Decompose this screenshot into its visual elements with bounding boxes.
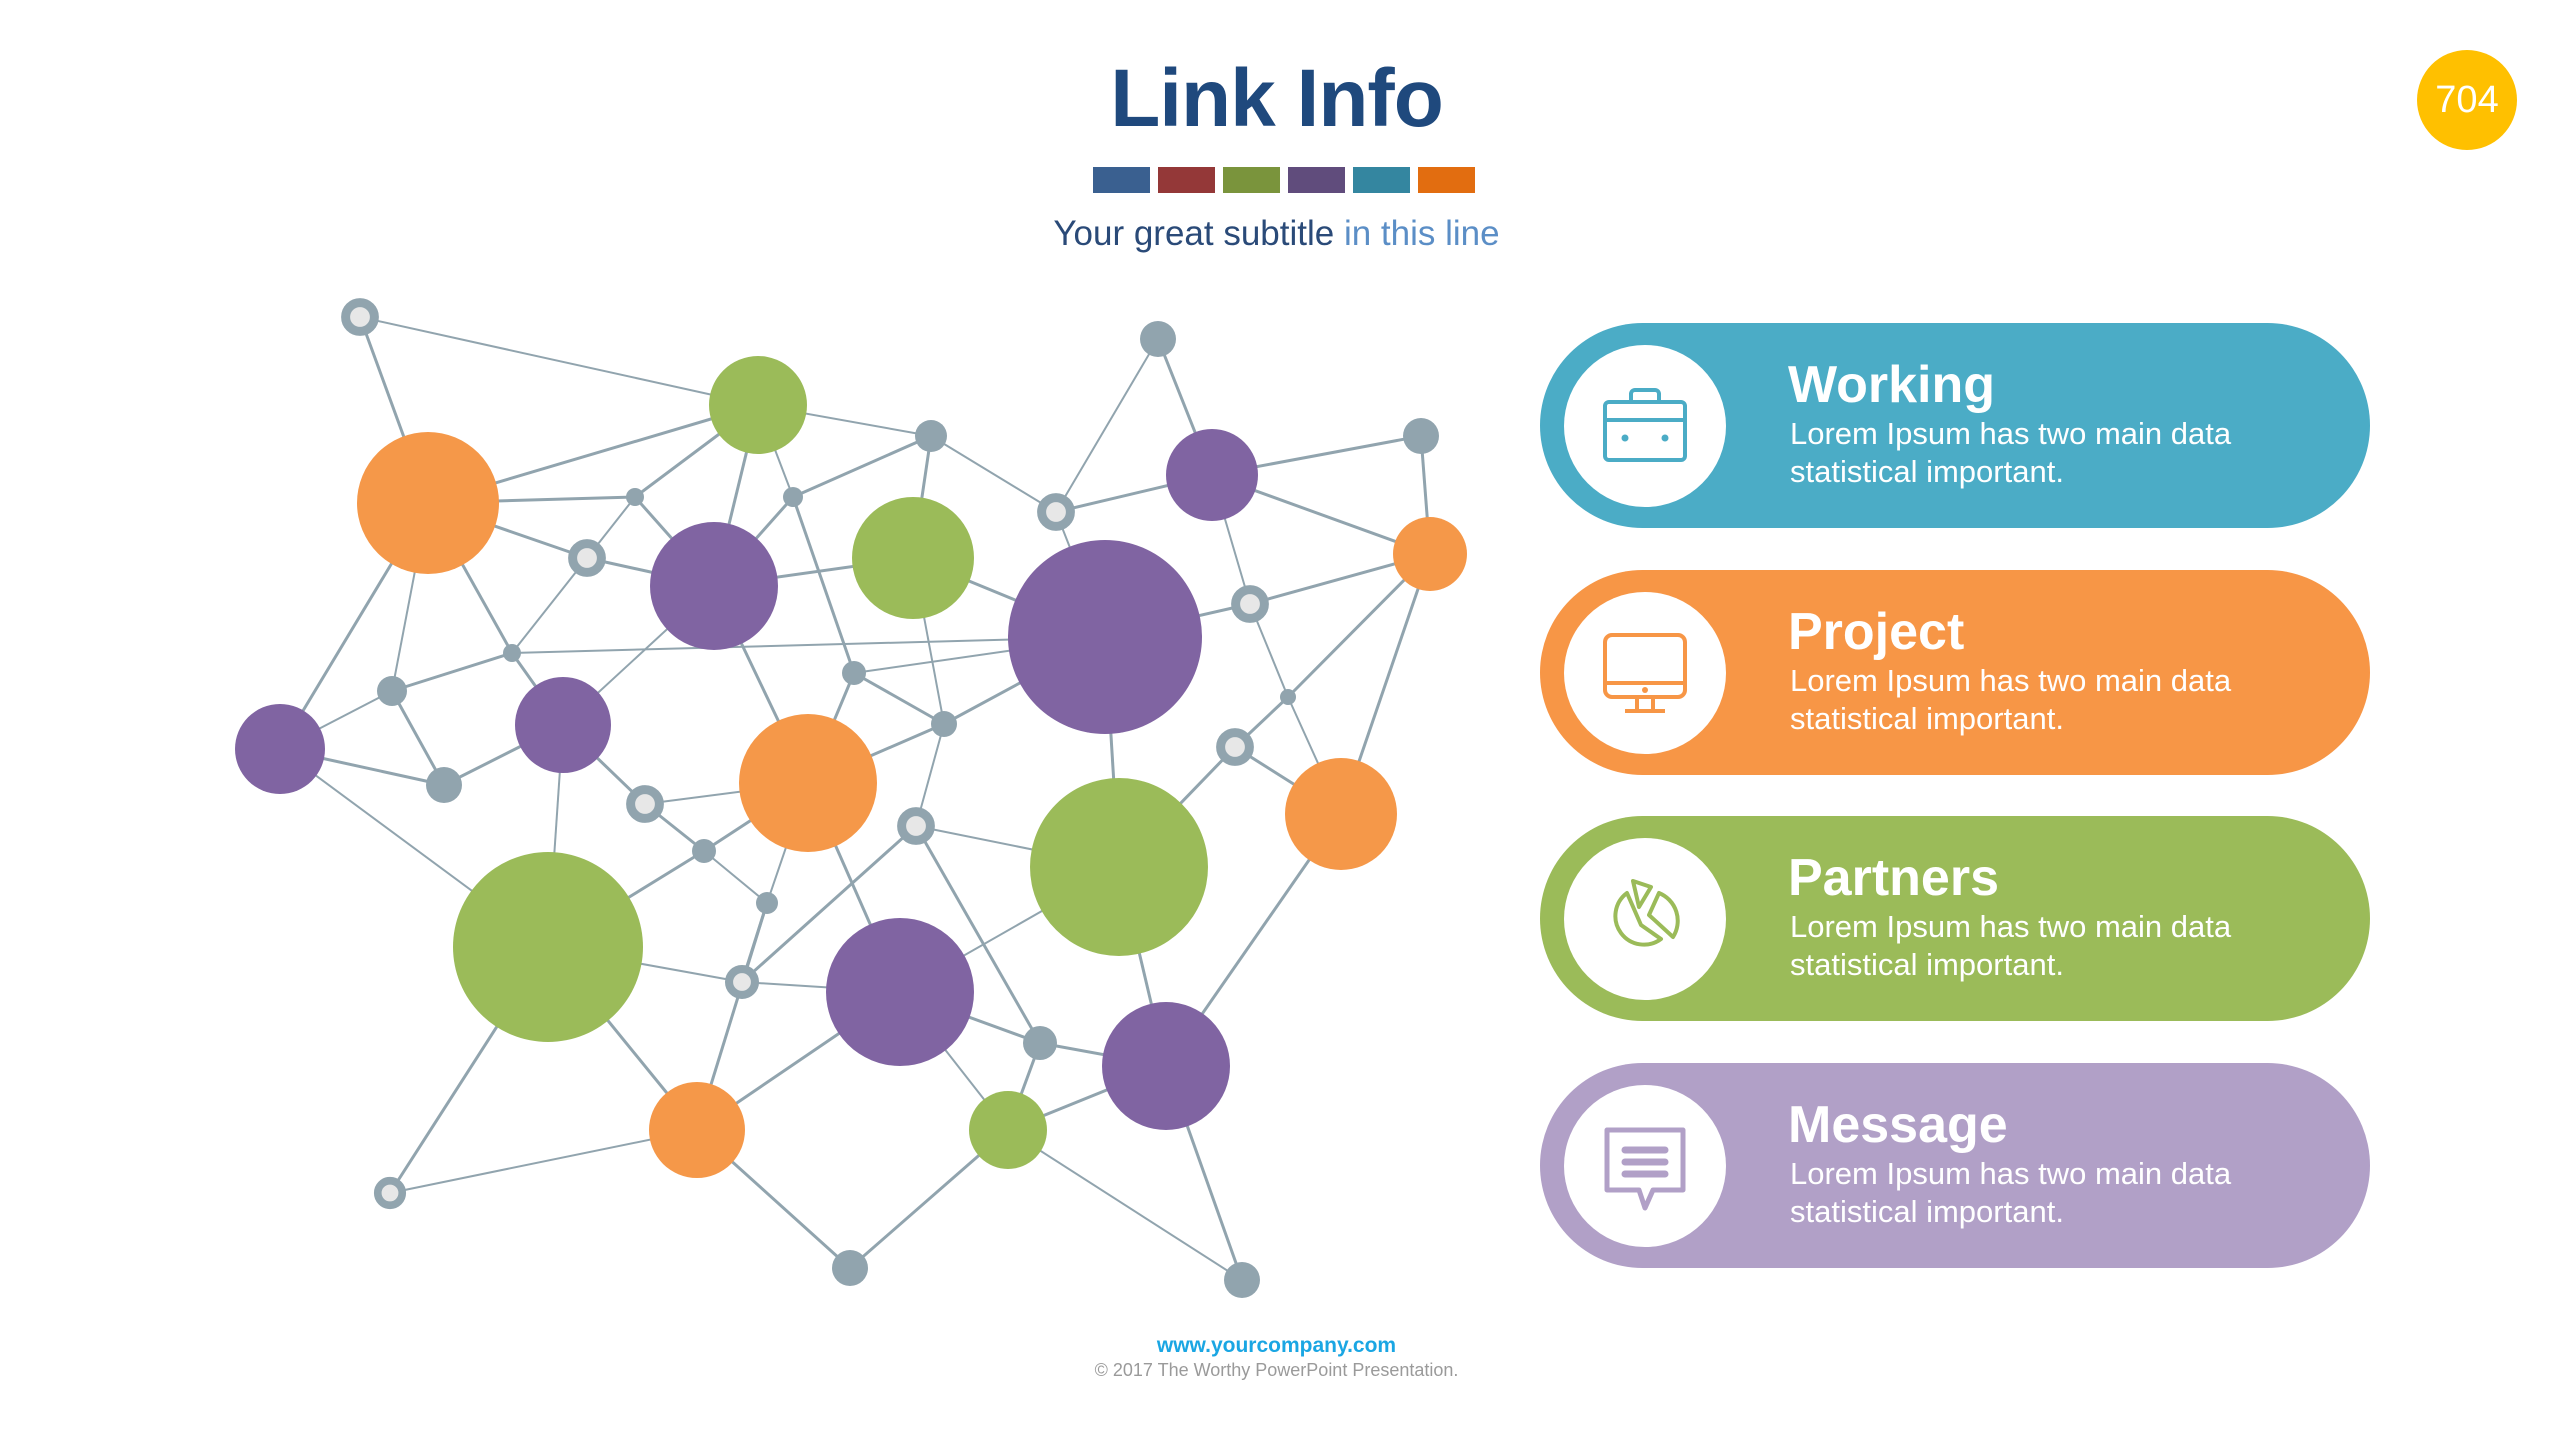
card-project[interactable]: Project Lorem Ipsum has two main data st… xyxy=(1540,570,2370,775)
pie-chart-icon xyxy=(1613,879,1680,947)
page-number-badge: 704 xyxy=(2417,50,2517,150)
network-edge xyxy=(391,651,513,693)
network-node-gray xyxy=(1023,1026,1057,1060)
network-node-gray xyxy=(832,1250,868,1286)
network-edge xyxy=(740,824,918,984)
network-node-purple xyxy=(1102,1002,1230,1130)
network-node-gray xyxy=(626,488,644,506)
network-node-gray xyxy=(1140,321,1176,357)
card-title: Working xyxy=(1788,356,1996,414)
card-description: Lorem Ipsum has two main data statistica… xyxy=(1790,909,2232,982)
card-description: Lorem Ipsum has two main data statistica… xyxy=(1790,1156,2232,1229)
message-icon xyxy=(1604,1127,1686,1211)
network-node-purple xyxy=(826,918,974,1066)
network-node-gray xyxy=(426,767,462,803)
icon-circle xyxy=(1564,1085,1726,1247)
card-description: Lorem Ipsum has two main data statistica… xyxy=(1790,416,2232,489)
network-nodes xyxy=(235,298,1467,1298)
network-edge xyxy=(930,435,1057,513)
color-swatch xyxy=(1223,167,1280,193)
network-node-orange xyxy=(649,1082,745,1178)
card-message[interactable]: Message Lorem Ipsum has two main data st… xyxy=(1540,1063,2370,1268)
network-edge xyxy=(853,671,945,726)
card-working[interactable]: Working Lorem Ipsum has two main data st… xyxy=(1540,323,2370,528)
network-node-purple xyxy=(235,704,325,794)
network-node-ring xyxy=(1037,493,1075,531)
network-node-gray xyxy=(1280,689,1296,705)
network-node-orange xyxy=(1393,517,1467,591)
card-partners[interactable]: Partners Lorem Ipsum has two main data s… xyxy=(1540,816,2370,1021)
network-diagram xyxy=(235,298,1467,1298)
network-node-gray xyxy=(503,644,521,662)
network-node-green xyxy=(709,356,807,454)
card-description: Lorem Ipsum has two main data statistica… xyxy=(1790,663,2232,736)
card-title: Partners xyxy=(1788,849,1999,907)
color-swatch xyxy=(1418,167,1475,193)
network-node-purple xyxy=(515,677,611,773)
icon-circle xyxy=(1564,592,1726,754)
network-node-ring xyxy=(1231,585,1269,623)
briefcase-icon xyxy=(1603,388,1687,462)
network-edge xyxy=(511,557,588,654)
card-title: Project xyxy=(1788,603,1965,661)
company-url-link[interactable]: www.yourcompany.com xyxy=(1156,1334,1397,1357)
network-node-gray xyxy=(377,676,407,706)
network-edge xyxy=(1055,338,1159,513)
network-node-ring xyxy=(626,785,664,823)
network-node-gray xyxy=(783,487,803,507)
network-node-ring xyxy=(568,539,606,577)
copyright-text: © 2017 The Worthy PowerPoint Presentatio… xyxy=(1094,1360,1459,1380)
color-swatch xyxy=(1353,167,1410,193)
network-edge xyxy=(1007,1129,1243,1281)
subtitle-main: Your great subtitle xyxy=(1053,214,1344,253)
card-title: Message xyxy=(1788,1096,2008,1154)
network-node-ring xyxy=(373,1176,407,1210)
color-swatch xyxy=(1158,167,1215,193)
network-node-gray xyxy=(756,892,778,914)
slide-subtitle: Your great subtitle in this line xyxy=(0,212,2553,256)
network-node-gray xyxy=(842,661,866,685)
network-edge xyxy=(791,496,856,674)
network-node-green xyxy=(453,852,643,1042)
slide-title: Link Info xyxy=(1110,53,1444,144)
icon-circle xyxy=(1564,838,1726,1000)
network-node-gray xyxy=(1403,418,1439,454)
network-node-ring xyxy=(1216,728,1254,766)
network-node-gray xyxy=(915,420,947,452)
network-node-purple xyxy=(650,522,778,650)
network-edge xyxy=(703,850,768,904)
network-node-green xyxy=(969,1091,1047,1169)
network-node-gray xyxy=(692,839,716,863)
network-node-ring xyxy=(341,298,379,336)
network-edge xyxy=(389,1129,698,1194)
network-node-ring xyxy=(724,964,760,1000)
network-node-orange xyxy=(739,714,877,852)
network-node-green xyxy=(1030,778,1208,956)
color-swatch xyxy=(1288,167,1345,193)
network-edge xyxy=(511,636,1106,654)
network-node-green xyxy=(852,497,974,619)
color-swatch-bar xyxy=(1093,167,1475,193)
network-node-gray xyxy=(931,711,957,737)
network-node-purple xyxy=(1008,540,1202,734)
network-node-orange xyxy=(1285,758,1397,870)
network-edge xyxy=(914,825,1042,1044)
network-edge xyxy=(792,434,932,499)
color-swatch xyxy=(1093,167,1150,193)
network-edge xyxy=(359,316,759,406)
network-node-gray xyxy=(1224,1262,1260,1298)
network-node-purple xyxy=(1166,429,1258,521)
network-node-orange xyxy=(357,432,499,574)
monitor-icon xyxy=(1603,633,1687,713)
icon-circle xyxy=(1564,345,1726,507)
subtitle-highlight: in this line xyxy=(1343,214,1500,253)
network-node-ring xyxy=(897,807,935,845)
